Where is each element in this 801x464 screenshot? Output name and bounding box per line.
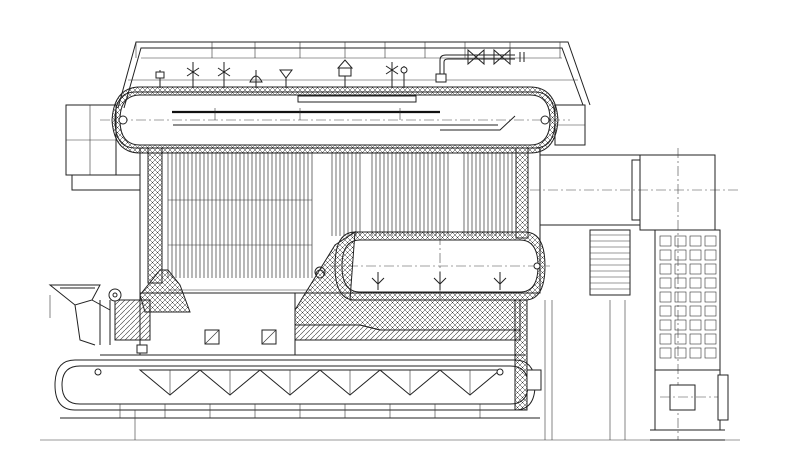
economiser-tube-cell [659, 291, 672, 303]
safety-valve-icons [155, 59, 447, 88]
lower-mud-drum [315, 231, 550, 301]
economiser-tube-cell [704, 277, 717, 289]
economiser-tube-cell [659, 319, 672, 331]
water-tube-bank [167, 152, 513, 291]
economiser-tube-cell [659, 235, 672, 247]
economiser-tube-cell [704, 305, 717, 317]
economiser-tube-cell [674, 249, 687, 261]
economiser-column [650, 229, 729, 441]
economiser-tube-cell [689, 235, 702, 247]
economiser-tube-cell [704, 319, 717, 331]
economiser-tube-cell [689, 277, 702, 289]
lower-furnace-chamber [100, 292, 528, 411]
economiser-tube-cell [704, 347, 717, 359]
coal-hopper [48, 284, 151, 346]
top-steel-frame [117, 41, 591, 109]
economiser-tube-cell [674, 277, 687, 289]
valve-manifold [155, 48, 525, 88]
chain-grate [54, 359, 540, 419]
outlet-flue-duct [530, 148, 740, 440]
economiser-tubes [659, 235, 717, 359]
economiser-tube-cell [674, 263, 687, 275]
economiser-tube-cell [704, 291, 717, 303]
duct-ladder [590, 234, 630, 290]
economiser-tube-cell [659, 277, 672, 289]
economiser-tube-cell [689, 249, 702, 261]
economiser-tube-cell [674, 235, 687, 247]
left-side-casing [65, 104, 586, 191]
economiser-tube-cell [704, 333, 717, 345]
economiser-tube-cell [689, 319, 702, 331]
economiser-tube-cell [704, 263, 717, 275]
economiser-tube-cell [689, 305, 702, 317]
economiser-tube-cell [659, 347, 672, 359]
economiser-tube-cell [659, 305, 672, 317]
economiser-tube-cell [704, 235, 717, 247]
air-chambers [119, 369, 502, 418]
refractory-arches [139, 231, 521, 341]
economiser-tube-cell [689, 291, 702, 303]
economiser-tube-cell [689, 263, 702, 275]
economiser-tube-cell [674, 291, 687, 303]
economiser-tube-cell [659, 263, 672, 275]
economiser-tube-cell [689, 333, 702, 345]
economiser-tube-cell [659, 333, 672, 345]
economiser-tube-cell [674, 347, 687, 359]
economiser-tube-cell [674, 305, 687, 317]
economiser-tube-cell [659, 249, 672, 261]
upper-steam-drum [100, 86, 570, 154]
economiser-tube-cell [704, 249, 717, 261]
economiser-tube-cell [674, 319, 687, 331]
economiser-tube-cell [689, 347, 702, 359]
economiser-tube-cell [674, 333, 687, 345]
foundation-lines [40, 300, 740, 441]
